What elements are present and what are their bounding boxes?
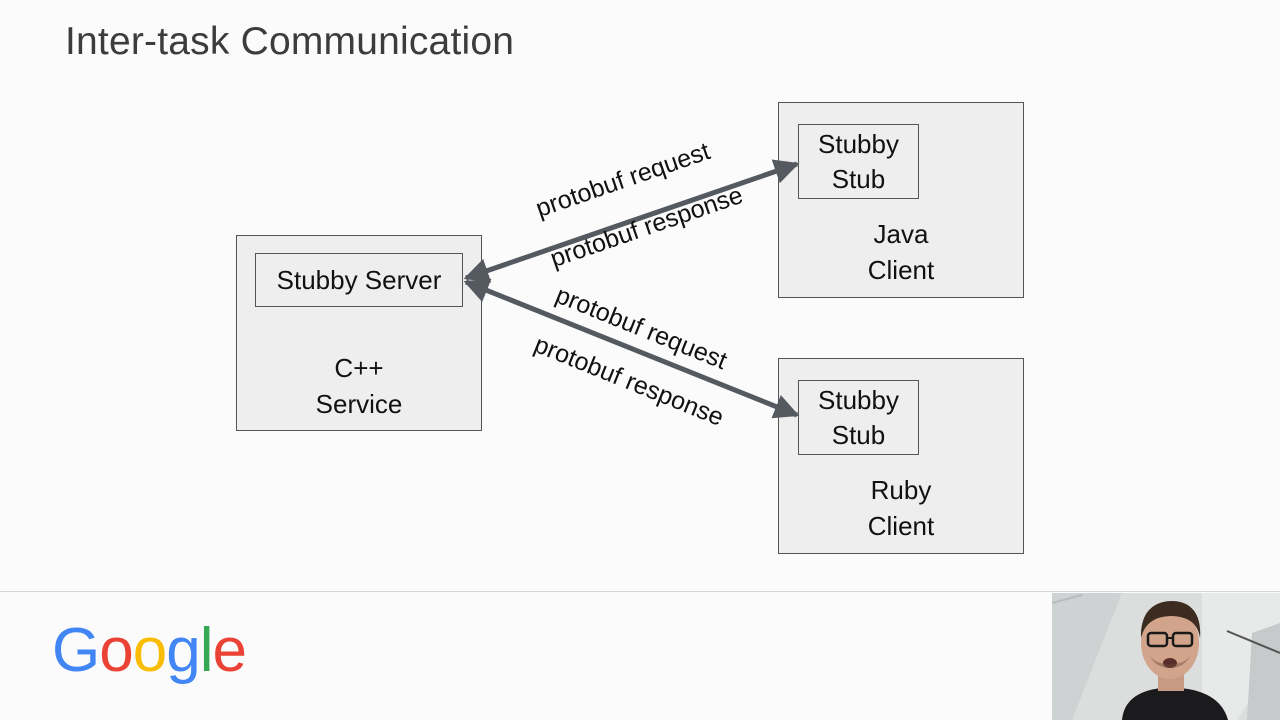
logo-letter-4: g <box>166 616 200 685</box>
java-client-caption-line2: Client <box>867 255 935 285</box>
footer-divider <box>0 591 1280 592</box>
java-stub-line2: Stub <box>831 163 886 194</box>
logo-letter-2: o <box>99 616 133 685</box>
logo-letter-6: e <box>212 616 246 685</box>
ruby-stub-line2: Stub <box>831 419 886 450</box>
presenter-video-feed <box>1052 593 1280 720</box>
ruby-stubby-stub-box: Stubby Stub <box>798 380 919 455</box>
java-connector-arrow <box>463 159 800 283</box>
google-logo: Google <box>52 615 247 686</box>
logo-letter-1: G <box>52 616 100 685</box>
ruby-client-caption-line2: Client <box>867 511 935 541</box>
presenter-video-icon <box>1052 593 1280 720</box>
stubby-server-label: Stubby Server <box>276 264 442 295</box>
ruby-client-caption-line1: Ruby <box>870 475 932 505</box>
cpp-service-caption-line2: Service <box>315 389 403 419</box>
logo-letter-5: l <box>199 616 214 685</box>
java-client-caption: Java Client <box>836 216 966 288</box>
ruby-client-caption: Ruby Client <box>836 472 966 544</box>
cpp-service-caption-line1: C++ <box>334 353 384 383</box>
java-stub-line1: Stubby <box>818 128 899 159</box>
java-stubby-stub-box: Stubby Stub <box>798 124 919 199</box>
ruby-connector-arrow <box>463 278 800 419</box>
stubby-server-box: Stubby Server <box>255 253 463 307</box>
ruby-stub-line1: Stubby <box>818 384 899 415</box>
java-client-caption-line1: Java <box>873 219 929 249</box>
logo-letter-3: o <box>132 616 167 685</box>
slide-title: Inter-task Communication <box>65 20 515 63</box>
cpp-service-caption: C++ Service <box>236 350 482 422</box>
